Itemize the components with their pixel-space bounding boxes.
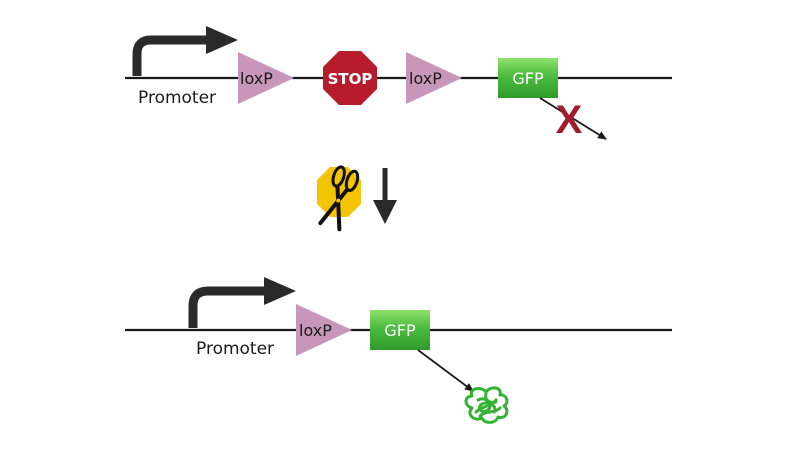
gfp-label-bottom: GFP bbox=[384, 321, 416, 340]
bottom-construct: Promoter loxP GFP bbox=[125, 277, 672, 424]
promoter-arrow-icon bbox=[188, 277, 296, 328]
blocked-expression-arrow bbox=[539, 97, 607, 140]
loxp-site-2: loxP bbox=[406, 52, 462, 104]
loxp-site-bottom: loxP bbox=[296, 304, 352, 356]
loxp-site-1: loxP bbox=[238, 52, 294, 104]
blocked-x-mark: X bbox=[556, 98, 583, 142]
expression-arrow bbox=[417, 349, 474, 392]
promoter-label-bottom: Promoter bbox=[196, 339, 274, 359]
loxp-label-2: loxP bbox=[409, 69, 442, 88]
loxp-label-bottom: loxP bbox=[299, 321, 332, 340]
stop-sign-icon: STOP bbox=[323, 51, 377, 105]
top-construct: Promoter loxP STOP loxP GFP X bbox=[125, 26, 672, 142]
stop-label: STOP bbox=[328, 70, 373, 88]
promoter-label-top: Promoter bbox=[138, 88, 216, 108]
gfp-gene-bottom: GFP bbox=[370, 310, 430, 350]
scissors-icon bbox=[318, 165, 360, 232]
promoter-arrow-icon bbox=[132, 26, 238, 76]
down-arrow-icon bbox=[373, 168, 397, 224]
loxp-label-1: loxP bbox=[240, 69, 273, 88]
gfp-label-top: GFP bbox=[512, 69, 544, 88]
gfp-gene-top: GFP bbox=[498, 58, 558, 98]
folded-protein-icon bbox=[464, 386, 509, 424]
cre-recombinase bbox=[317, 165, 361, 232]
